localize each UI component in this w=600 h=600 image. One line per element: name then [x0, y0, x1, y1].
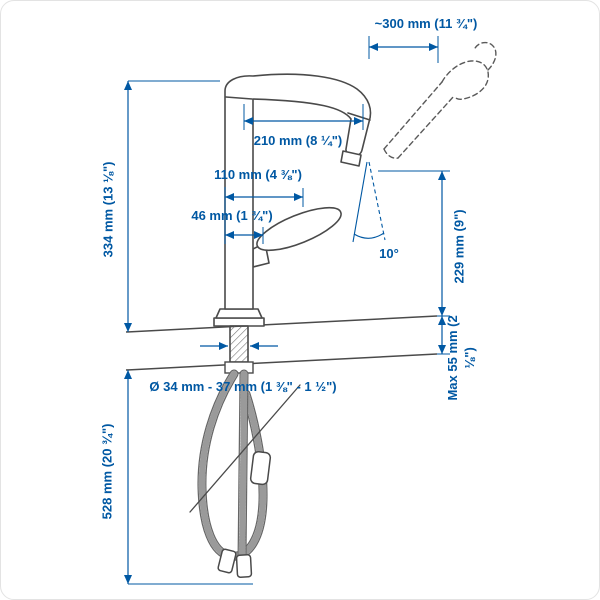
dimension-label-spout-reach: 210 mm (8 ¼"): [253, 133, 343, 148]
hose-weight: [249, 450, 272, 486]
spout-cap-seam: [225, 96, 253, 100]
angle-line-dashed: [368, 161, 386, 241]
countertop-lines: [125, 315, 438, 371]
break-line: [189, 384, 301, 513]
dimension-label-hole-diameter: Ø 34 mm - 37 mm (1 ⅜" - 1 ½"): [149, 379, 337, 394]
ghost-hose-end: [383, 148, 399, 159]
dimension-label-swivel-angle: 10°: [379, 246, 399, 261]
ghost-head-hook: [473, 41, 497, 71]
pullout-head-ghost-outline: [383, 41, 497, 159]
threaded-tailpiece: [229, 325, 249, 363]
ghost-hose-line: [383, 81, 443, 150]
dimension-label-hose-length: 528 mm (20 ¾"): [99, 423, 115, 520]
ghost-spray-head: [441, 60, 490, 100]
angle-line-solid: [352, 161, 368, 243]
supply-hoses: [189, 361, 301, 578]
ghost-hose-line: [397, 95, 455, 159]
spray-head-aerator: [340, 150, 362, 167]
dimension-label-max-counter-thickness: Max 55 mm (2 ⅛"): [445, 315, 477, 401]
dim-ext-max-counter: [437, 315, 450, 355]
faucet-lever-handle: [256, 206, 342, 252]
dimension-label-handle-clearance: 46 mm (1 ¾"): [191, 208, 273, 223]
dimension-label-spout-projection: 110 mm (4 ⅜"): [214, 167, 302, 182]
spray-head-seam: [347, 112, 371, 121]
faucet-drawing: [213, 73, 372, 363]
angle-arc: [353, 232, 385, 239]
faucet-body-and-spout: [224, 73, 372, 310]
dimension-label-extended-reach: ~300 mm (11 ¾"): [374, 16, 478, 31]
mounting-nut: [224, 361, 254, 374]
countertop-surface-line: [125, 315, 438, 333]
dim-ext-extended-reach: [368, 36, 439, 63]
dim-ext-spout-reach: [243, 104, 364, 130]
hose-connector-right: [235, 554, 253, 578]
dimension-label-spout-height: 229 mm (9"): [451, 209, 467, 284]
hose-connector-left: [217, 548, 237, 574]
dimension-label-faucet-height: 334 mm (13 ⅛"): [100, 161, 116, 258]
hose-straight-braid: [238, 370, 248, 563]
faucet-base-flare: [215, 308, 263, 319]
dimension-lines: [124, 36, 450, 585]
faucet-base-plate: [213, 317, 265, 327]
countertop-underside-line: [125, 353, 438, 371]
